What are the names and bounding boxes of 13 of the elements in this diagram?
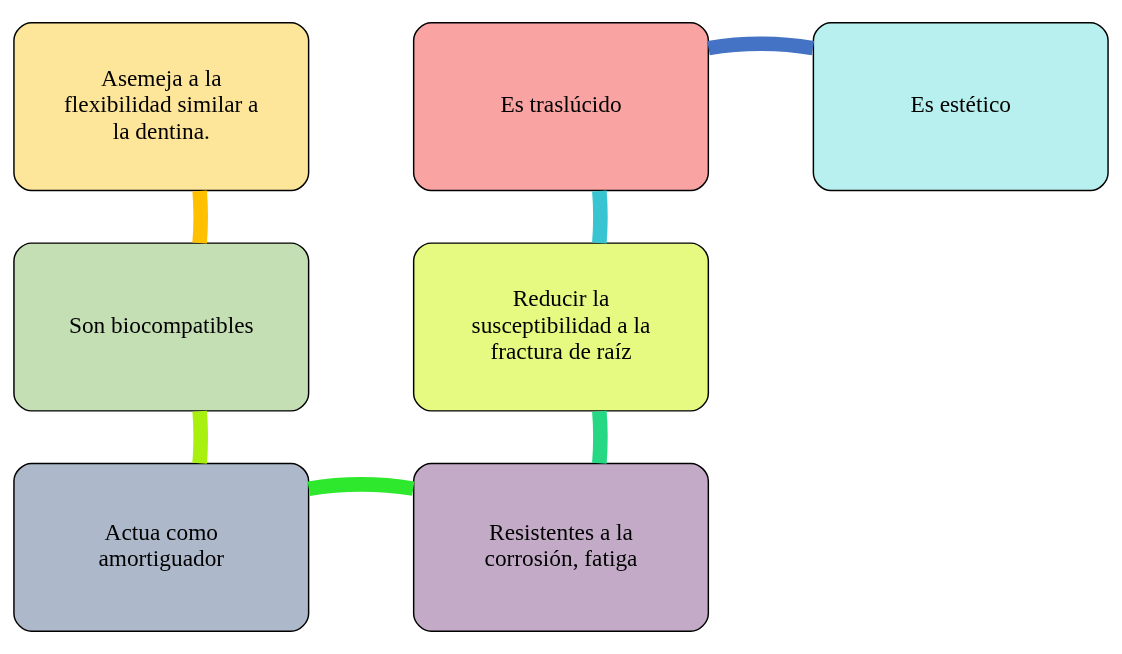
connector [192,410,208,464]
connector [592,410,608,464]
node-box: Es traslúcido [412,22,710,192]
connector [592,190,608,244]
node-box: Reducir la susceptibilidad a la fractura de raíz [412,242,710,412]
connector [307,477,415,496]
node-box: Son biocompatibles [13,242,310,412]
node-box: Es estético [812,22,1109,192]
node-box: Actua como amortiguador [13,462,310,632]
connector [707,36,815,56]
node-box: Resistentes a la corrosión, fatiga [412,462,710,632]
connector [192,190,208,244]
node-box: Asemeja a la flexibilidad similar a la dentina. [13,22,310,192]
